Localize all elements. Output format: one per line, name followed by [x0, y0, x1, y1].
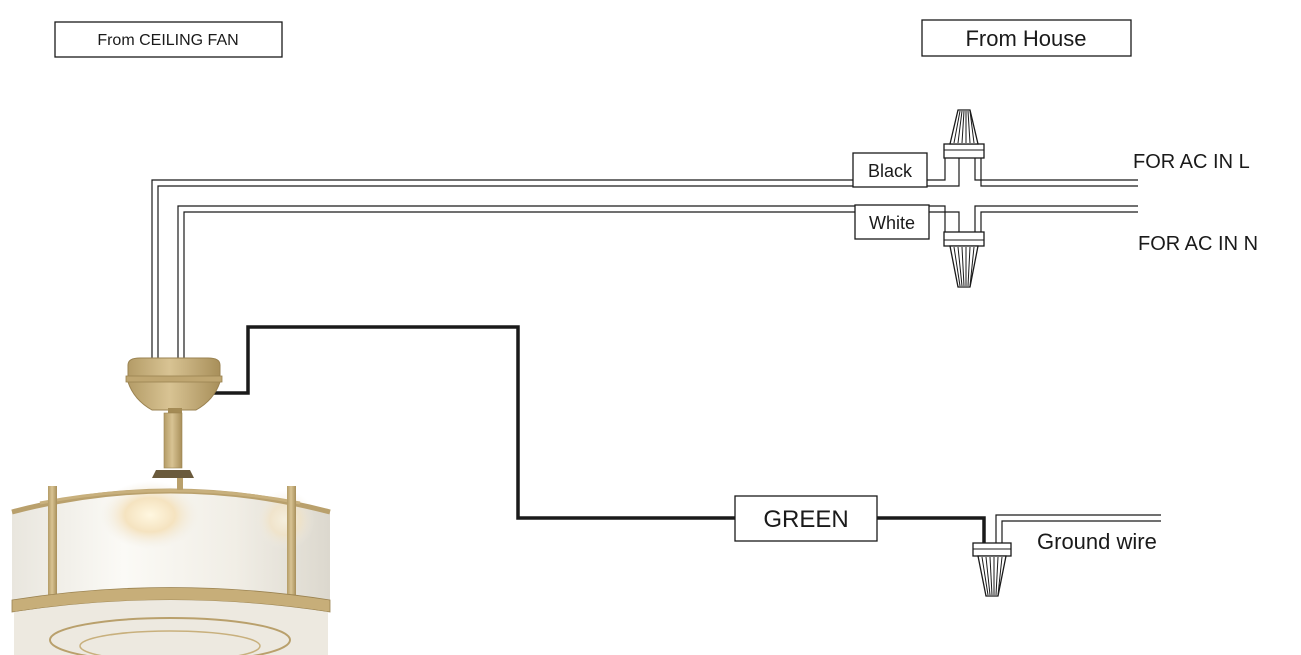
from-house-label: From House [965, 26, 1086, 51]
white-wire-tag: White [854, 204, 930, 240]
ac-in-n-label: FOR AC IN N [1138, 233, 1258, 255]
black-wire-tag: Black [852, 152, 928, 188]
ceiling-fan-illustration [11, 357, 331, 655]
green-wire-tag: GREEN [734, 495, 878, 542]
green-wire-label: GREEN [763, 506, 848, 533]
black-wire [151, 158, 1138, 362]
wire-nut-ground-icon [972, 542, 1012, 597]
ground-wire-label: Ground wire [1037, 529, 1157, 554]
white-wire [177, 205, 1138, 362]
wire-nut-top-icon [943, 109, 985, 159]
from-house-header: From House [921, 19, 1132, 57]
from-ceiling-fan-header: From CEILING FAN [54, 21, 283, 58]
from-ceiling-fan-label: From CEILING FAN [97, 32, 238, 49]
ac-in-l-label: FOR AC IN L [1133, 151, 1250, 173]
wire-nut-bottom-icon [943, 231, 985, 288]
black-wire-label: Black [868, 161, 913, 181]
ground-wire [995, 514, 1161, 543]
green-wire [210, 325, 986, 543]
white-wire-label: White [869, 213, 915, 233]
